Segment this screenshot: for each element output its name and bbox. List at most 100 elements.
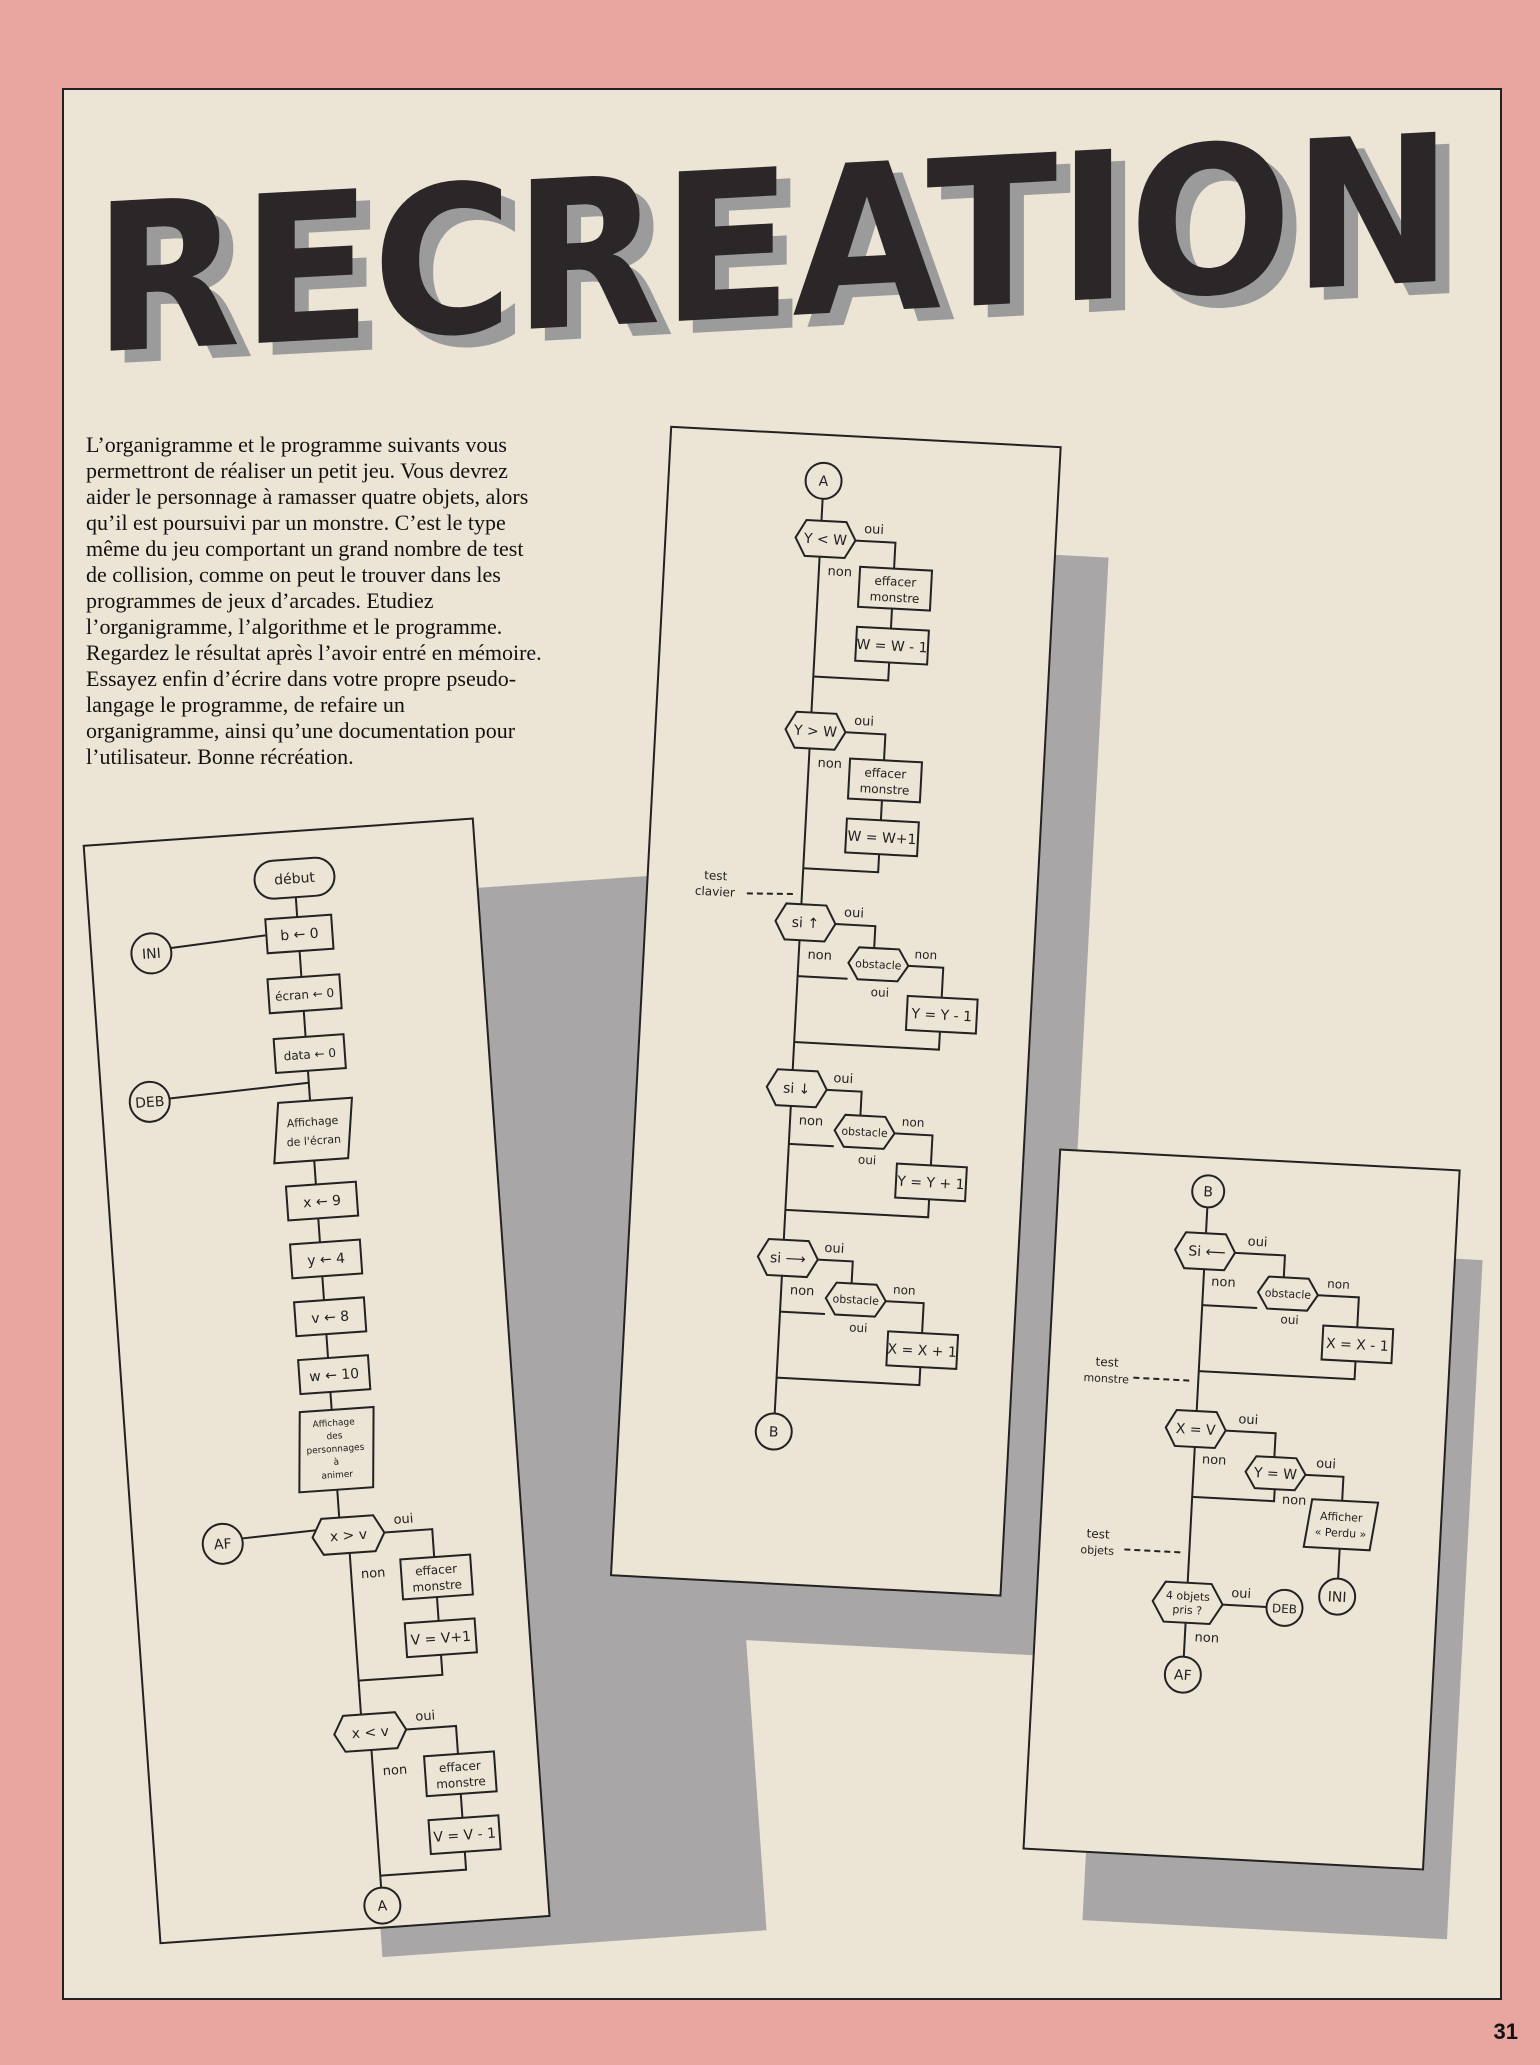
- label-obstacle-3: obstacle: [832, 1292, 879, 1307]
- panel-frame: [1022, 1148, 1461, 1871]
- label-affichage-ecran-1: Affichage: [286, 1114, 339, 1131]
- label-y-lt-w: Y < W: [803, 531, 848, 549]
- label-non-5: non: [798, 1113, 823, 1129]
- io-affichage-ecran: [273, 1096, 354, 1165]
- label-si-down: si ↓: [783, 1081, 811, 1098]
- box-data0: [272, 1033, 347, 1075]
- label-effacer-2b: monstre: [859, 781, 909, 798]
- box-v8: [292, 1296, 368, 1338]
- label-non-2: non: [1327, 1277, 1350, 1292]
- decision-si-left: [1173, 1231, 1237, 1272]
- flowchart-1-panel: [82, 817, 551, 1945]
- io-afficher-perdu: [1302, 1498, 1380, 1552]
- label-oui-2: oui: [854, 714, 875, 730]
- label-affichage-pers-3: personnages: [306, 1443, 365, 1457]
- label-affichage-pers-5: animer: [321, 1470, 354, 1482]
- label-si-left: Si ⟵: [1188, 1243, 1226, 1261]
- label-deb: DEB: [135, 1094, 165, 1112]
- decision-x-eq-v: [1164, 1408, 1227, 1450]
- label-x-plus-1: X = X + 1: [887, 1341, 957, 1361]
- decision-obstacle-2: [833, 1113, 896, 1150]
- label-non-7: non: [790, 1283, 815, 1299]
- label-w10: w ← 10: [309, 1366, 360, 1385]
- label-non-3: non: [1202, 1452, 1227, 1468]
- panel-frame: [82, 817, 551, 1945]
- label-effacer-1a: effacer: [874, 574, 917, 590]
- label-test-monstre-2: monstre: [1083, 1371, 1129, 1386]
- label-y-eq-w: Y = W: [1253, 1465, 1298, 1483]
- label-oui-2: oui: [1280, 1312, 1299, 1327]
- flowchart-2-panel: [609, 425, 1062, 1597]
- label-non-8: non: [893, 1283, 916, 1298]
- label-test-monstre-1: test: [1095, 1355, 1119, 1370]
- label-non-4: non: [1282, 1493, 1307, 1509]
- flowchart-3-panel: [1022, 1148, 1461, 1871]
- label-x-minus-1: X = X - 1: [1326, 1336, 1389, 1355]
- box-x-minus-1: [1320, 1324, 1395, 1365]
- label-test-objets-2: objets: [1080, 1543, 1114, 1558]
- decision-obstacle-1: [847, 946, 910, 983]
- box-ecran0: [266, 973, 343, 1015]
- label-afficher-2: « Perdu »: [1314, 1525, 1366, 1541]
- label-afficher-1: Afficher: [1320, 1510, 1364, 1525]
- connector-deb: [1265, 1588, 1304, 1627]
- flowchart-2: A Y < W oui non effacer monstre W = W - …: [609, 425, 1109, 1657]
- label-non-1: non: [360, 1566, 385, 1583]
- label-ini: INI: [1327, 1589, 1347, 1606]
- label-b: B: [768, 1424, 778, 1440]
- label-si-up: si ↑: [791, 915, 819, 932]
- box-effacer-2: [846, 757, 924, 804]
- label-effacer-1b: monstre: [412, 1577, 463, 1594]
- label-y-plus-1: Y = Y + 1: [896, 1174, 965, 1194]
- label-oui-3: oui: [1238, 1412, 1259, 1428]
- label-non-6: non: [901, 1115, 924, 1130]
- io-affichage-personnages: [298, 1405, 375, 1494]
- connector-ini: [130, 932, 173, 975]
- label-y4: y ← 4: [307, 1251, 346, 1270]
- label-oui-8: oui: [849, 1320, 868, 1335]
- label-data0: data ← 0: [283, 1046, 336, 1064]
- connector-ini: [1318, 1577, 1357, 1616]
- connector-a: [363, 1886, 402, 1925]
- label-oui-1: oui: [1247, 1234, 1268, 1250]
- label-v-minus-1: V = V - 1: [433, 1825, 497, 1845]
- label-deb: DEB: [1272, 1601, 1298, 1616]
- label-ini: INI: [142, 946, 162, 963]
- label-effacer-1b: monstre: [869, 589, 919, 606]
- label-w-plus-1: W = W+1: [847, 829, 917, 849]
- connector-af: [201, 1522, 244, 1565]
- label-non-5: non: [1194, 1630, 1219, 1646]
- label-test-objets-1: test: [1086, 1526, 1110, 1541]
- label-oui-1: oui: [864, 522, 885, 538]
- label-x9: x ← 9: [303, 1193, 342, 1212]
- label-affichage-ecran-2: de l'écran: [286, 1133, 341, 1150]
- label-test-clavier-1: test: [704, 868, 728, 883]
- label-affichage-pers-2: des: [326, 1431, 343, 1442]
- label-oui-3: oui: [844, 905, 865, 921]
- label-obstacle: obstacle: [1264, 1286, 1311, 1301]
- label-non-2: non: [382, 1763, 407, 1780]
- label-oui-7: oui: [824, 1241, 845, 1257]
- label-x-eq-v: X = V: [1175, 1421, 1216, 1439]
- label-oui-5: oui: [1231, 1586, 1252, 1602]
- label-non-1: non: [827, 564, 852, 580]
- box-w-minus-1: [854, 625, 930, 666]
- page-title: RECREATION: [93, 115, 1453, 400]
- connector-b: [754, 1412, 793, 1451]
- label-non-1: non: [1211, 1275, 1236, 1291]
- label-af: AF: [213, 1536, 232, 1553]
- label-oui-4: oui: [1316, 1456, 1337, 1472]
- label-affichage-pers-4: à: [333, 1458, 339, 1468]
- label-affichage-pers-1: Affichage: [312, 1417, 355, 1430]
- label-w-minus-1: W = W - 1: [856, 637, 928, 657]
- box-x9: [284, 1180, 360, 1222]
- flowchart-3: B Si ⟵ oui non obstacle non oui X = X - …: [1022, 1148, 1483, 1940]
- decision-4-objets: [1151, 1580, 1224, 1626]
- box-y-minus-1: [904, 994, 979, 1035]
- box-w-plus-1: [844, 817, 920, 858]
- decision-y-eq-w: [1244, 1455, 1307, 1492]
- label-debut: début: [274, 870, 316, 889]
- label-v-plus-1: V = V+1: [410, 1629, 471, 1649]
- label-non-4: non: [914, 947, 937, 962]
- label-oui-5: oui: [833, 1071, 854, 1087]
